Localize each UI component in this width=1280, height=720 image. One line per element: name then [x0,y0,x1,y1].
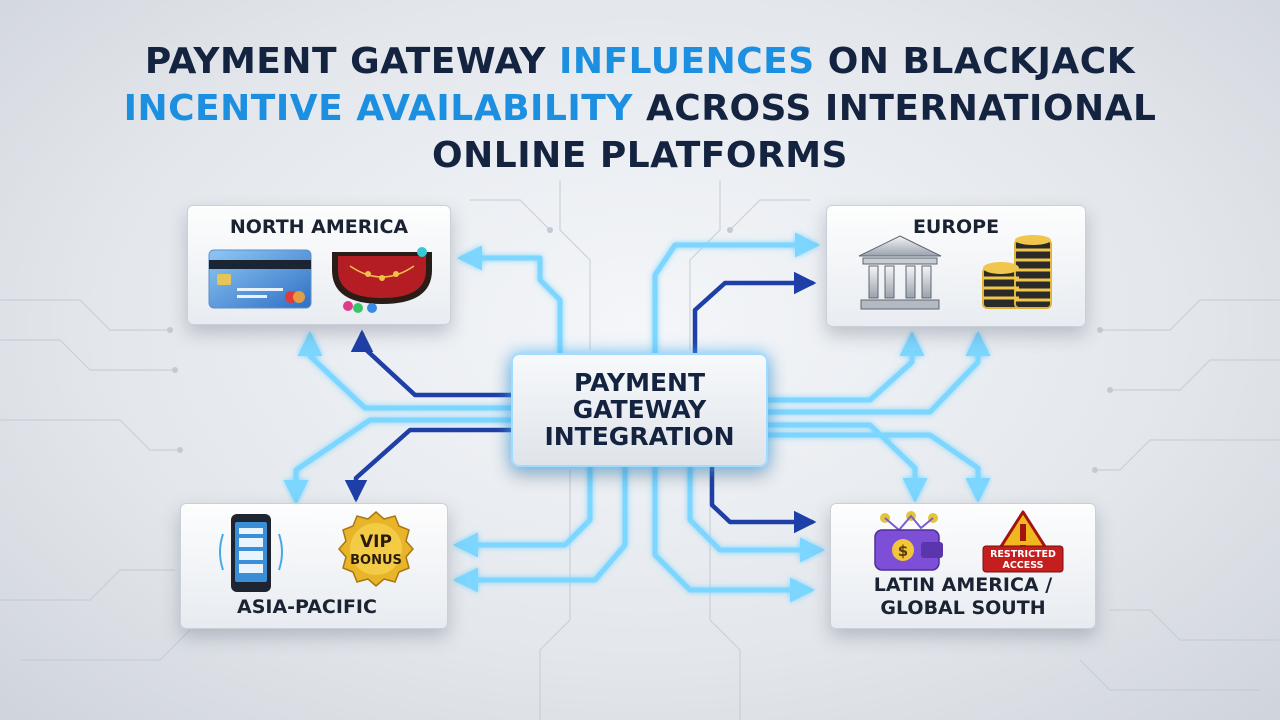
credit-card-icon [207,248,313,310]
badge-text-line1: VIP [360,532,392,552]
coin-stack-icon [975,234,1059,312]
hub-label: PAYMENT GATEWAY INTEGRATION [513,369,766,450]
arrow-hub-to-europe-top [652,232,820,355]
title-highlight-1: INFLUENCES [558,41,815,82]
title-text-4: ONLINE PLATFORMS [432,135,848,176]
sign-text-line1: RESTRICTED [990,549,1056,560]
arrow-hub-to-asia-pacific-mid [453,460,593,558]
title-highlight-2: INCENTIVE AVAILABILITY [123,88,633,129]
arrow-hub-to-europe-right-2 [761,331,991,415]
dark-arrows [344,271,817,534]
region-label: NORTH AMERICA [229,216,409,238]
arrow-hub-to-north-america-top [457,245,563,355]
hub-label-line2: GATEWAY [572,395,707,424]
hub-label-line3: INTEGRATION [544,422,735,451]
region-europe: EUROPE [826,205,1086,327]
arrow-hub-to-latam-low [652,460,815,603]
region-latin-america-global-south: $ RESTRICTED ACCESS LATIN AMERICA / GLOB… [830,503,1096,629]
light-arrows [283,232,991,603]
region-north-america: NORTH AMERICA [187,205,451,325]
arrow-hub-to-north-america-left [297,331,515,411]
background-circuit-nodes [167,227,1113,473]
region-label-line1: LATIN AMERICA / [873,574,1053,596]
title-text-3: ACROSS INTERNATIONAL [632,88,1157,129]
restricted-access-sign-icon: RESTRICTED ACCESS [981,510,1065,574]
blackjack-table-icon [328,244,436,314]
region-label-line2: GLOBAL SOUTH [880,597,1046,619]
svg-text:$: $ [898,542,908,560]
arrow-dark-asia-pacific [344,427,515,503]
region-label: ASIA-PACIFIC [237,596,377,618]
title-text-1: PAYMENT GATEWAY [144,41,559,82]
arrow-hub-to-latam-mid [687,460,825,563]
arrow-hub-to-latam-right-1 [761,422,928,503]
page-title: PAYMENT GATEWAY INFLUENCES ON BLACKJACK … [40,38,1240,179]
title-text-2: ON BLACKJACK [814,41,1136,82]
sign-text-line2: ACCESS [1002,560,1043,571]
smartphone-icon [217,512,285,594]
arrow-hub-to-europe-right-1 [761,331,925,403]
wallet-icon: $ [871,510,951,574]
arrow-hub-to-asia-pacific-left [283,417,515,505]
arrow-dark-europe [692,271,817,355]
arrow-hub-to-latam-right-2 [761,432,991,503]
payment-gateway-integration-hub: PAYMENT GATEWAY INTEGRATION [511,353,768,467]
arrow-hub-to-asia-pacific-low [453,460,628,593]
bank-icon [857,234,943,312]
region-label: EUROPE [912,216,1000,238]
hub-label-line1: PAYMENT [573,368,706,397]
arrow-dark-latam [709,460,817,534]
badge-text-line2: BONUS [350,553,402,568]
background-circuit-traces [0,180,1280,720]
vip-bonus-badge-icon: VIP BONUS [337,510,415,588]
region-asia-pacific: VIP BONUS ASIA-PACIFIC [180,503,448,629]
arrow-dark-north-america [350,329,515,398]
